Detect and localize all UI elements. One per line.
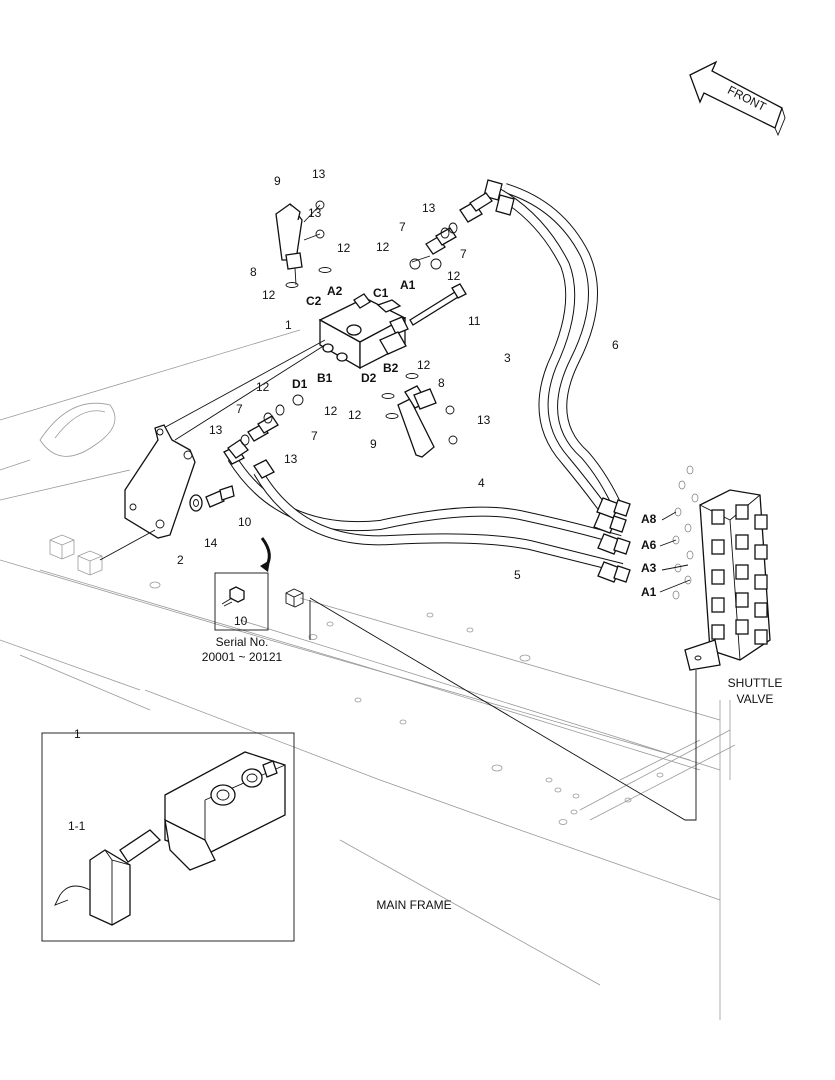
front-direction-arrow: FRONT: [689, 60, 786, 137]
shuttle-port-a1: A1: [641, 585, 657, 599]
upper-fittings: [409, 192, 493, 270]
callout-2: 2: [177, 553, 184, 567]
port-b1: B1: [317, 371, 333, 385]
text-labels: Serial No. 20001 ~ 20121 SHUTTLE VALVE M…: [202, 635, 783, 912]
callout-12-c: 12: [376, 240, 390, 254]
shuttle-valve-label-1: SHUTTLE: [728, 676, 783, 690]
shuttle-leader: [309, 597, 697, 821]
callout-12-a: 12: [337, 241, 351, 255]
inset-callout-1-1: 1-1: [68, 819, 86, 833]
callout-11: 11: [468, 314, 481, 328]
serial-label: Serial No.: [216, 635, 269, 649]
callout-8-lower: 8: [438, 376, 445, 390]
callout-1: 1: [285, 318, 292, 332]
callout-12-d: 12: [447, 269, 461, 283]
inset-callout-1: 1: [74, 727, 81, 741]
port-b2: B2: [383, 361, 399, 375]
upper-elbow: [275, 200, 332, 288]
callout-12-e: 12: [417, 358, 431, 372]
port-c1: C1: [373, 286, 389, 300]
callout-6: 6: [612, 338, 619, 352]
callout-13-e: 13: [209, 423, 223, 437]
valve-block: [159, 283, 467, 441]
main-frame-label: MAIN FRAME: [376, 898, 451, 912]
callout-8-upper: 8: [250, 265, 257, 279]
serial-range: 20001 ~ 20121: [202, 650, 283, 664]
callout-12-b: 12: [262, 288, 276, 302]
callout-5: 5: [514, 568, 521, 582]
port-a1: A1: [400, 278, 416, 292]
callout-10-a: 10: [238, 515, 252, 529]
serial-inset: [214, 537, 271, 631]
callout-7-a: 7: [399, 220, 406, 234]
callout-3: 3: [504, 351, 511, 365]
callout-10-b: 10: [234, 614, 248, 628]
main-frame-outline: [0, 329, 736, 1020]
lower-elbow: [381, 373, 458, 458]
callout-12-g: 12: [256, 380, 270, 394]
callout-7-d: 7: [311, 429, 318, 443]
shuttle-valve: [659, 465, 771, 671]
callout-labels: 9 13 13 12 8 12 13 7 12 7 12 11 1 3 6 12…: [68, 167, 619, 833]
hoses: [223, 179, 631, 583]
port-d2: D2: [361, 371, 377, 385]
callout-13-f: 13: [284, 452, 298, 466]
callout-13-b: 13: [308, 206, 322, 220]
callout-12-f: 12: [348, 408, 362, 422]
callout-4: 4: [478, 476, 485, 490]
shuttle-port-a6: A6: [641, 538, 657, 552]
port-labels: A2 C1 C2 A1 B1 D2 B2 D1 A8 A6 A3 A1: [292, 278, 657, 599]
callout-9-upper: 9: [274, 174, 281, 188]
port-c2: C2: [306, 294, 322, 308]
callout-9-lower: 9: [370, 437, 377, 451]
port-d1: D1: [292, 377, 308, 391]
bracket: [99, 424, 235, 561]
shuttle-valve-label-2: VALVE: [737, 692, 774, 706]
shuttle-port-a3: A3: [641, 561, 657, 575]
callout-7-b: 7: [460, 247, 467, 261]
shuttle-port-a8: A8: [641, 512, 657, 526]
callout-7-c: 7: [236, 402, 243, 416]
callout-14: 14: [204, 536, 218, 550]
callout-13-d: 13: [477, 413, 491, 427]
callout-13-c: 13: [422, 201, 436, 215]
callout-13-a: 13: [312, 167, 326, 181]
port-a2: A2: [327, 284, 343, 298]
inset-box: [41, 732, 295, 942]
callout-12-h: 12: [324, 404, 338, 418]
left-fittings: [227, 394, 304, 459]
